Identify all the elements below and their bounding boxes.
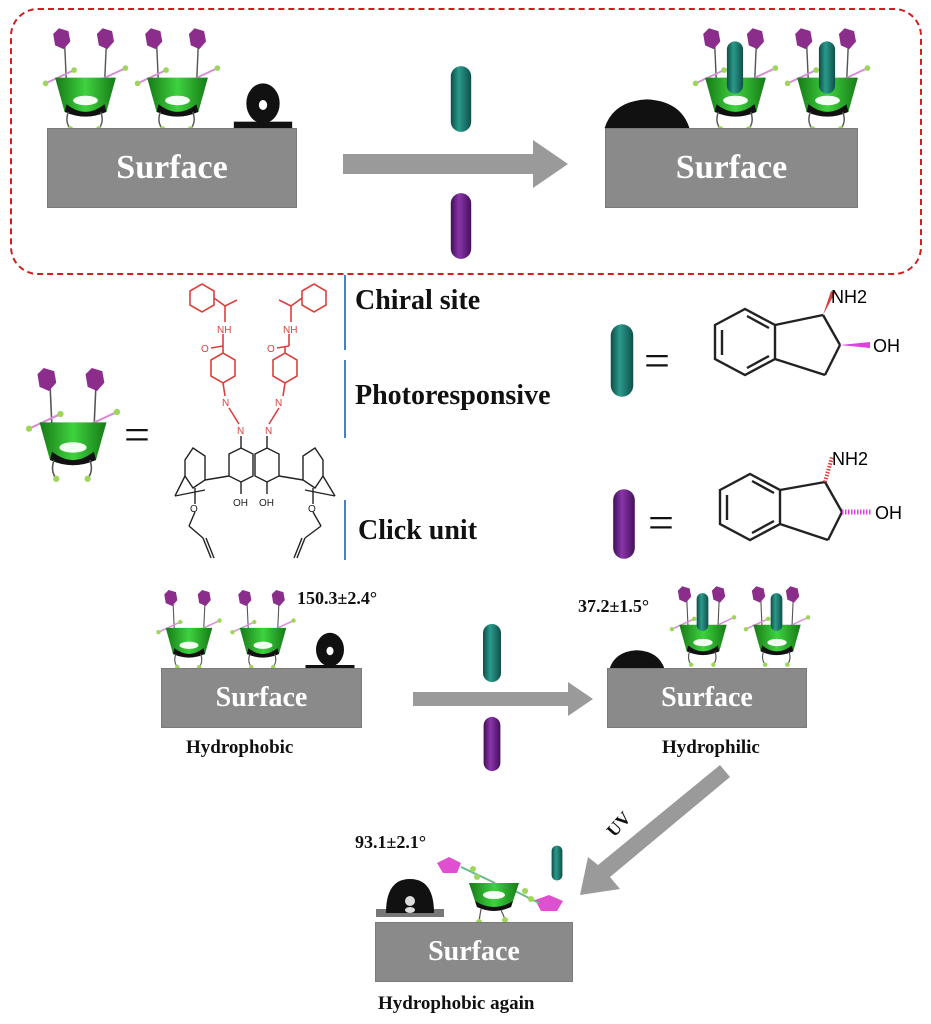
top-right-macrocycles-with-guest	[691, 28, 872, 133]
top-right-water-drop	[604, 99, 690, 129]
n-label: N	[237, 426, 244, 437]
bracket-click	[344, 500, 346, 560]
amine-label: NH2	[832, 449, 868, 469]
released-macrocycle	[437, 857, 563, 925]
bottom-arrow	[413, 682, 593, 716]
n-label: N	[275, 398, 282, 409]
aminoindanol-hash-structure: NH2 OH	[718, 449, 902, 542]
oh-label-1: OH	[233, 498, 248, 509]
hydroxyl-label: OH	[875, 503, 902, 523]
top-left-surface: Surface	[47, 128, 297, 208]
top-left-water-drop	[233, 83, 293, 129]
top-panel-frame	[10, 8, 922, 275]
legend-teal-rod-icon	[610, 324, 634, 397]
final-water-drop	[376, 879, 444, 917]
top-purple-rod-icon	[450, 193, 472, 259]
calixarene-structure: NH NH O O N N N N O O OH OH	[174, 283, 336, 559]
bottom-teal-rod-icon	[483, 624, 501, 682]
segment-label-click-unit: Click unit	[358, 515, 478, 546]
angle-hydrophobic-again: 93.1±2.1°	[355, 832, 427, 852]
nh-label-2: NH	[283, 325, 297, 336]
n-label: N	[265, 426, 272, 437]
bracket-chiral	[344, 275, 346, 350]
uv-arrow	[580, 765, 730, 895]
legend-teal-equals: =	[644, 335, 670, 386]
state-hydrophobic: Hydrophobic	[186, 737, 294, 758]
bottom-right-surface: Surface	[607, 668, 807, 728]
segment-label-chiral-site: Chiral site	[355, 285, 481, 316]
segment-label-photoresponsive: Photoresponsive	[355, 380, 551, 411]
bottom-left-water-drop	[305, 632, 355, 671]
bottom-left-surface: Surface	[161, 668, 362, 728]
o-label-1: O	[201, 344, 209, 355]
o-label-2: O	[267, 344, 275, 355]
o-label-4: O	[308, 504, 316, 515]
top-left-macrocycles	[41, 28, 222, 133]
top-arrow	[343, 140, 568, 188]
oh-label-2: OH	[259, 498, 274, 509]
state-hydrophobic-again: Hydrophobic again	[378, 993, 535, 1014]
hydroxyl-label: OH	[873, 336, 900, 356]
bottom-right-macrocycles-with-guest	[668, 586, 812, 668]
amine-label: NH2	[831, 287, 867, 307]
legend-purple-equals: =	[648, 497, 674, 548]
legend-equals: =	[124, 409, 150, 460]
bottom-left-macrocycles	[155, 590, 297, 670]
aminoindanol-wedge-structure: NH2 OH	[713, 287, 900, 377]
top-right-surface: Surface	[605, 128, 858, 208]
state-hydrophilic: Hydrophilic	[662, 737, 760, 758]
o-label-3: O	[190, 504, 198, 515]
released-teal-rod-icon	[551, 845, 563, 881]
nh-label-1: NH	[217, 325, 231, 336]
bottom-right-water-drop	[609, 650, 665, 669]
legend-purple-rod-icon	[613, 489, 635, 559]
angle-hydrophobic: 150.3±2.4°	[297, 588, 378, 608]
bottom-purple-rod-icon	[483, 716, 501, 772]
n-label: N	[222, 398, 229, 409]
final-surface: Surface	[375, 922, 573, 982]
angle-hydrophilic: 37.2±1.5°	[578, 596, 650, 616]
top-teal-rod-icon	[450, 66, 472, 132]
bracket-photoresponsive	[344, 360, 346, 438]
legend-macrocycle-icon	[24, 368, 122, 483]
